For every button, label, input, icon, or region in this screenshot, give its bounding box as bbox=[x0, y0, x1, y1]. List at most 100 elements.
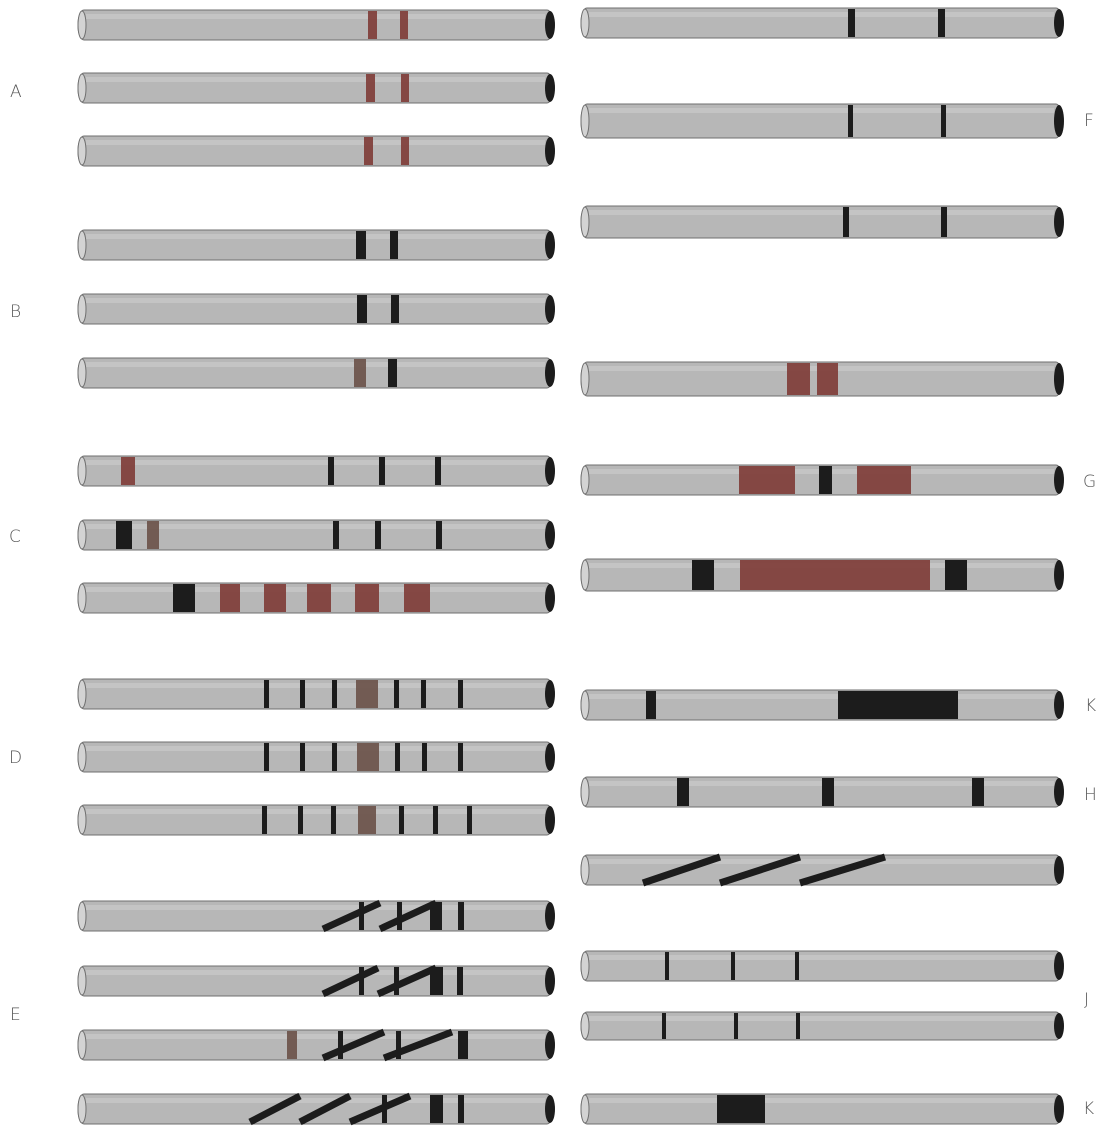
stick-highlight bbox=[589, 694, 1054, 699]
stick-band bbox=[173, 584, 195, 612]
stick-band bbox=[857, 466, 911, 494]
stick-band bbox=[457, 967, 463, 995]
stick-band bbox=[262, 806, 267, 834]
stick-butt-end bbox=[78, 359, 86, 387]
stick-highlight bbox=[86, 746, 545, 751]
stick-band bbox=[307, 584, 331, 612]
stick-band bbox=[458, 680, 463, 708]
stick-tip bbox=[545, 11, 555, 39]
stick-butt-end bbox=[78, 584, 86, 612]
stick-butt-end bbox=[581, 9, 589, 37]
stick-band bbox=[264, 743, 269, 771]
stick-highlight bbox=[86, 140, 545, 145]
stick-h bbox=[581, 777, 1064, 807]
stick-tip bbox=[545, 521, 555, 549]
stick-butt-end bbox=[581, 560, 589, 590]
stick-butt-end bbox=[78, 680, 86, 708]
stick-tip bbox=[1054, 466, 1064, 494]
stick-band bbox=[364, 137, 373, 165]
stick-tip bbox=[545, 74, 555, 102]
stick-band bbox=[332, 743, 337, 771]
stick-band bbox=[357, 743, 379, 771]
stick-band bbox=[435, 457, 441, 485]
stick-butt-end bbox=[581, 1095, 589, 1123]
stick-tip bbox=[1054, 207, 1064, 237]
stick-tip bbox=[545, 1031, 555, 1059]
stick-butt-end bbox=[78, 295, 86, 323]
stick-band bbox=[220, 584, 240, 612]
stick-butt-end bbox=[78, 967, 86, 995]
stick-butt-end bbox=[581, 952, 589, 980]
stick-band bbox=[331, 806, 336, 834]
stick-tip bbox=[545, 584, 555, 612]
stick-c bbox=[78, 456, 555, 486]
stick-band bbox=[356, 231, 366, 259]
stick-band bbox=[787, 363, 810, 395]
stick-b bbox=[78, 294, 555, 324]
stick-d bbox=[78, 742, 555, 772]
stick-butt-end bbox=[78, 806, 86, 834]
stick-band bbox=[375, 521, 381, 549]
stick-band bbox=[358, 806, 376, 834]
stick-butt-end bbox=[581, 466, 589, 494]
stick-band bbox=[848, 105, 853, 137]
stick-butt-end bbox=[78, 231, 86, 259]
stick-band bbox=[264, 584, 286, 612]
stick-band bbox=[941, 105, 946, 137]
stick-band bbox=[298, 806, 303, 834]
stick-e bbox=[78, 1030, 555, 1060]
stick-band bbox=[368, 11, 377, 39]
stick-tip bbox=[1054, 9, 1064, 37]
stick-g bbox=[581, 559, 1064, 591]
stick-butt-end bbox=[581, 691, 589, 719]
stick-d bbox=[78, 805, 555, 835]
stick-tip bbox=[545, 806, 555, 834]
stick-highlight bbox=[86, 970, 545, 975]
stick-butt-end bbox=[581, 105, 589, 137]
stick-e bbox=[78, 1094, 555, 1124]
stick-band bbox=[399, 806, 404, 834]
stick-band bbox=[391, 295, 399, 323]
stick-tip bbox=[545, 902, 555, 930]
stick-band bbox=[941, 207, 947, 237]
stick-band bbox=[848, 9, 855, 37]
stick-band bbox=[147, 521, 159, 549]
stick-band bbox=[795, 952, 799, 980]
stick-highlight bbox=[86, 809, 545, 814]
stick-band bbox=[116, 521, 132, 549]
stick-c bbox=[78, 520, 555, 550]
stick-band bbox=[388, 359, 397, 387]
stick-highlight bbox=[86, 77, 545, 82]
stick-h bbox=[581, 855, 1064, 885]
stick-band bbox=[121, 457, 135, 485]
stick-band bbox=[300, 680, 305, 708]
stick-d bbox=[78, 679, 555, 709]
stick-b bbox=[78, 358, 555, 388]
stick-band bbox=[938, 9, 945, 37]
stick-b bbox=[78, 230, 555, 260]
stick-band bbox=[355, 584, 379, 612]
stick-band bbox=[332, 680, 337, 708]
stick-butt-end bbox=[581, 1013, 589, 1039]
stick-highlight bbox=[86, 298, 545, 303]
stick-butt-end bbox=[78, 1031, 86, 1059]
stick-band bbox=[433, 806, 438, 834]
stick-butt-end bbox=[78, 902, 86, 930]
stick-band bbox=[646, 691, 656, 719]
stick-a bbox=[78, 73, 555, 103]
stick-band bbox=[379, 457, 385, 485]
stick-highlight bbox=[589, 1016, 1054, 1021]
stick-band bbox=[717, 1095, 765, 1123]
stick-band bbox=[300, 743, 305, 771]
stick-tip bbox=[1054, 778, 1064, 806]
stick-band bbox=[817, 363, 838, 395]
stick-tip bbox=[1054, 691, 1064, 719]
stick-butt-end bbox=[581, 778, 589, 806]
stick-tip bbox=[1054, 952, 1064, 980]
stick-tip bbox=[545, 231, 555, 259]
stick-butt-end bbox=[78, 1095, 86, 1123]
stick-highlight bbox=[589, 210, 1054, 215]
stick-butt-end bbox=[78, 74, 86, 102]
